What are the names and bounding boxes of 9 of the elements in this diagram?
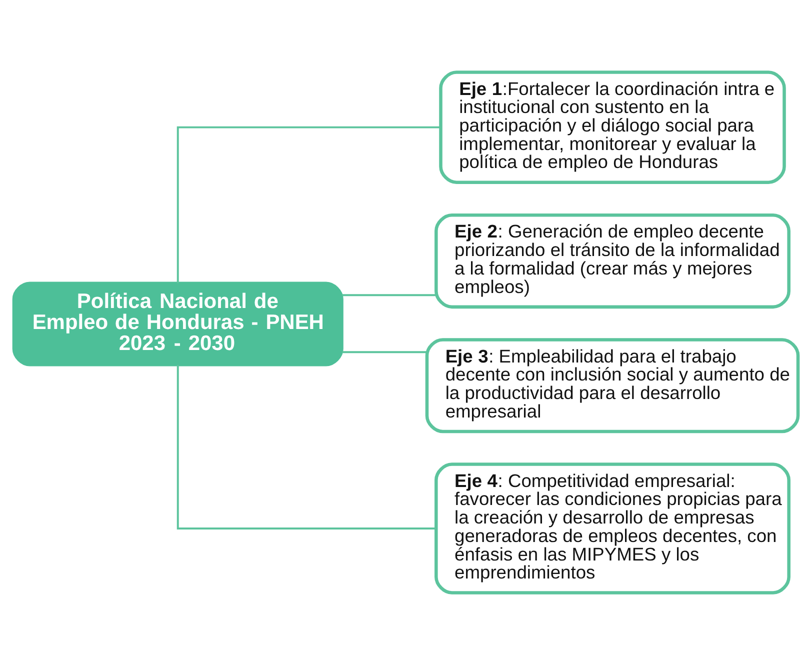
node-box: Política Nacional de Empleo de Honduras - PNEH 2023 - 2030 bbox=[12, 281, 344, 366]
node-box: Eje 4: Competitividad empresarial: favorecer las condiciones propicias para la creación y desarrollo de empresas generadoras de empleos decentes, con énfasis en las MIPYMES y los emprendimientos bbox=[434, 462, 790, 594]
node-box: Eje 1:Fortalecer la coordinación intra e institucional con sustento en la participación y el diálogo social para implementar, monitorear y evaluar la política de empleo de Honduras bbox=[439, 70, 786, 184]
connector bbox=[176, 364, 436, 529]
connector bbox=[176, 126, 441, 283]
connector bbox=[342, 294, 436, 296]
node-box: Eje 2: Generación de empleo decente priorizando el tránsito de la informalidad a la formalidad (crear más y mejores empleos) bbox=[434, 213, 790, 308]
connector bbox=[342, 350, 427, 353]
node-box: Eje 3: Empleabilidad para el trabajo decente con inclusión social y aumento de la productividad para el desarrollo empresarial bbox=[425, 338, 800, 433]
